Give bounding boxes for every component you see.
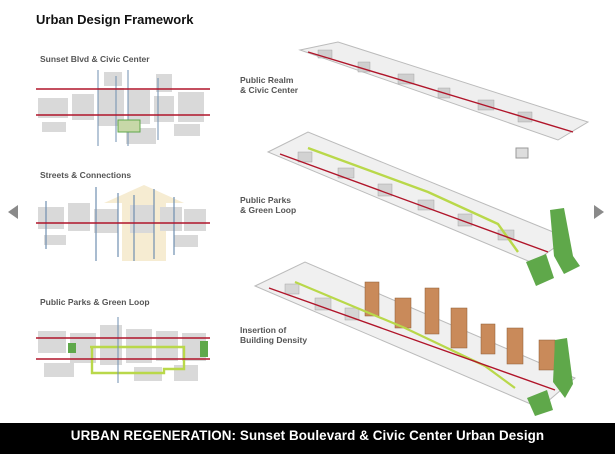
axon-layer-building-density xyxy=(253,261,576,416)
map-sunset-civic xyxy=(36,70,210,146)
layer-label-line: Insertion of xyxy=(240,325,287,335)
arrow-left-icon[interactable] xyxy=(8,205,18,219)
layer-label-line: & Green Loop xyxy=(240,205,297,215)
page-title: Urban Design Framework xyxy=(36,12,194,27)
arrow-right-icon[interactable] xyxy=(594,205,604,219)
panel-label-sunset: Sunset Blvd & Civic Center xyxy=(40,54,150,64)
caption-text: URBAN REGENERATION: Sunset Boulevard & C… xyxy=(70,428,545,443)
caption-bar xyxy=(0,423,615,454)
layer-label-density: Insertion of Building Density xyxy=(240,325,307,345)
layer-label-line: Public Realm xyxy=(240,75,294,85)
panel-label-streets: Streets & Connections xyxy=(40,170,132,180)
map-parks-greenloop xyxy=(36,317,210,383)
layer-label-line: Building Density xyxy=(240,335,308,345)
layer-label-public-realm: Public Realm & Civic Center xyxy=(240,75,298,95)
map-streets-connections xyxy=(36,185,210,261)
layer-label-line: Public Parks xyxy=(240,195,292,205)
layer-label-line: & Civic Center xyxy=(240,85,299,95)
axon-layer-parks-greenloop xyxy=(266,131,580,286)
panel-label-parks: Public Parks & Green Loop xyxy=(40,297,150,307)
axon-layer-public-realm xyxy=(298,41,590,159)
layer-label-parks: Public Parks & Green Loop xyxy=(240,195,296,215)
